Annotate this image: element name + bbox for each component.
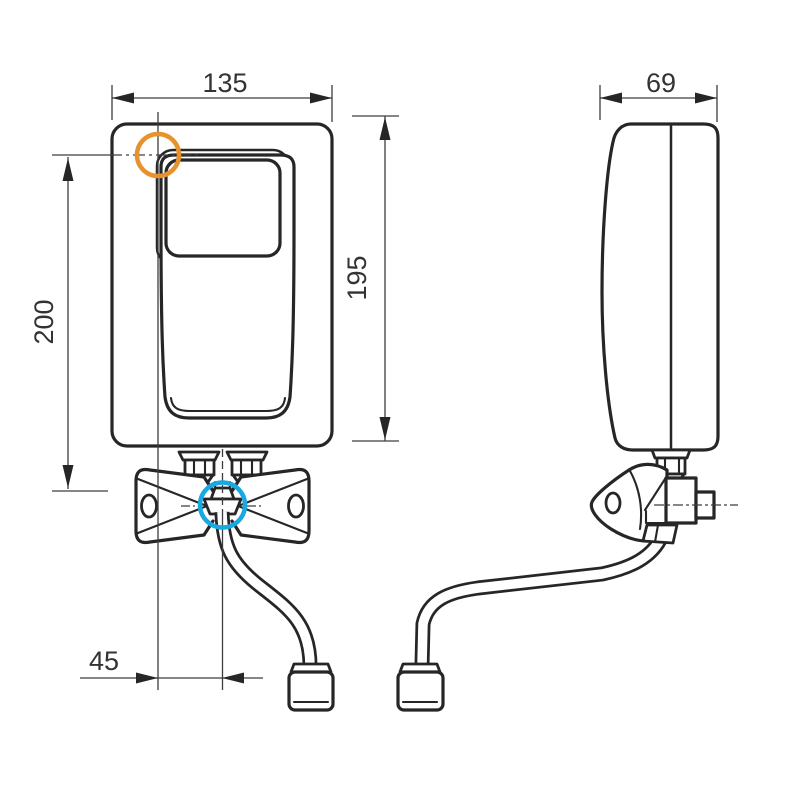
tap-handle-left — [134, 467, 215, 545]
aerator-front — [287, 662, 335, 712]
valve-step-line — [643, 477, 668, 525]
inlet-highlight-circle — [134, 131, 182, 179]
dimension-135-label: 135 — [202, 68, 247, 98]
dimension-200: 200 — [29, 157, 108, 492]
reference-lines — [52, 112, 224, 690]
spout-mount — [202, 486, 243, 516]
dimension-69: 69 — [599, 68, 718, 122]
dimension-69-label: 69 — [646, 68, 676, 98]
heater-body-side — [600, 122, 720, 452]
front-cover-inner-line — [169, 396, 287, 413]
display-window — [164, 158, 282, 258]
tap-handle-right — [230, 467, 311, 545]
dimension-200-label: 200 — [29, 299, 59, 344]
spout-front — [214, 511, 318, 667]
dimension-45-label: 45 — [89, 646, 119, 676]
handle-hole-left — [140, 493, 158, 519]
spout-collar-side — [641, 523, 679, 545]
dimension-45: 45 — [80, 646, 263, 684]
handle-hole-side — [604, 491, 622, 515]
spout-highlight-circle — [197, 480, 248, 530]
side-view — [396, 122, 738, 712]
dimension-135: 135 — [111, 68, 333, 122]
valve-body-side — [664, 476, 698, 525]
spout-side — [414, 532, 669, 666]
dimension-195-label: 195 — [342, 255, 372, 300]
aerator-side — [396, 662, 445, 712]
handle-hole-right — [287, 493, 305, 519]
dimension-195: 195 — [342, 115, 399, 442]
front-view — [110, 122, 335, 712]
